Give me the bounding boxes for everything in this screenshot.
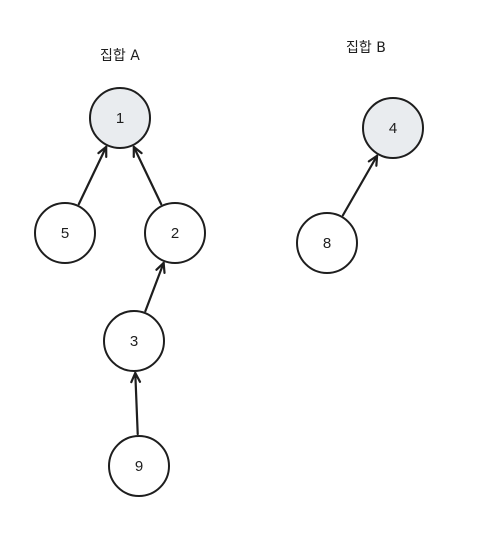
node-label: 5: [61, 225, 69, 242]
node-label: 8: [323, 235, 331, 252]
node-label: 4: [389, 120, 397, 137]
root-node-circle: [89, 87, 151, 149]
node-label: 2: [171, 225, 179, 242]
node-circle: [144, 202, 206, 264]
node-circle: [296, 212, 358, 274]
edge-2-to-1: [132, 145, 163, 206]
node-9: 9: [108, 435, 170, 497]
edge-9-to-3: [130, 371, 142, 436]
node-circle: [108, 435, 170, 497]
node-label: 3: [130, 333, 138, 350]
arrowhead: [97, 145, 108, 158]
node-5: 5: [34, 202, 96, 264]
edge-5-to-1: [77, 145, 108, 206]
node-2: 2: [144, 202, 206, 264]
node-3: 3: [103, 310, 165, 372]
node-circle: [34, 202, 96, 264]
set-a-title: 집합 A: [100, 48, 140, 64]
arrowhead: [130, 371, 142, 384]
set-b-title: 집합 B: [346, 40, 386, 56]
edges: [77, 145, 379, 436]
node-label: 1: [116, 110, 124, 127]
edge-3-to-2: [144, 261, 166, 313]
root-node-circle: [362, 97, 424, 159]
node-1: 1: [89, 87, 151, 149]
arrowhead: [155, 261, 166, 274]
nodes: 1 5 2 3 9 4 8: [34, 87, 424, 497]
node-4: 4: [362, 97, 424, 159]
arrowhead: [132, 145, 143, 158]
node-circle: [103, 310, 165, 372]
node-label: 9: [135, 458, 143, 475]
arrowhead: [367, 154, 379, 167]
edge-8-to-4: [341, 154, 379, 217]
node-8: 8: [296, 212, 358, 274]
